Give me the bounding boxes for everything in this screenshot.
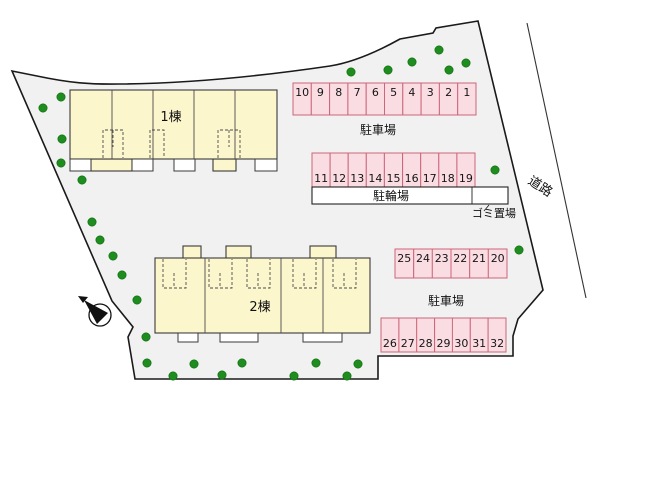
building-1-label: 1棟 (160, 110, 181, 125)
tree-icon (461, 58, 471, 68)
tree-icon (87, 217, 97, 227)
tree-icon (142, 358, 152, 368)
parking-space-number: 22 (453, 252, 467, 265)
bicycle-parking-bar (311, 186, 509, 205)
parking-space-32 (487, 317, 507, 353)
parking-space-number: 14 (368, 172, 382, 185)
tree-icon (514, 245, 524, 255)
building-2-stairs (162, 259, 357, 289)
parking-space-number: 17 (423, 172, 437, 185)
parking-space-number: 4 (408, 86, 415, 99)
garbage-leader-line (483, 204, 490, 212)
parking-space-number: 21 (472, 252, 486, 265)
building-2-entrance-porch (302, 332, 343, 343)
building-1-unit-dividers (111, 90, 236, 159)
tree-icon (77, 175, 87, 185)
tree-icon (95, 235, 105, 245)
tree-icon (444, 65, 454, 75)
parking-space-number: 2 (445, 86, 452, 99)
parking-space-number: 29 (437, 337, 451, 350)
bicycle-parking-label: 駐輪場 (373, 188, 409, 203)
building-2-entrance-porch (219, 332, 259, 343)
parking-space-number: 32 (490, 337, 504, 350)
tree-icon (168, 371, 178, 381)
tree-icon (56, 158, 66, 168)
parking-space-number: 6 (372, 86, 379, 99)
compass-north-icon (78, 296, 112, 327)
tree-icon (237, 358, 247, 368)
tree-dots (38, 45, 524, 381)
parking-space-number: 24 (416, 252, 430, 265)
parking-row-11-19: 11 12 13 14 15 16 17 18 19 (311, 152, 476, 188)
bicycle-parking: 駐輪場 (311, 186, 509, 205)
tree-icon (132, 295, 142, 305)
tree-icon (353, 359, 363, 369)
parking-space-number: 31 (472, 337, 486, 350)
parking-space-number: 26 (383, 337, 397, 350)
parking-space-number: 1 (463, 86, 470, 99)
road-line (526, 22, 587, 299)
tree-icon (383, 65, 393, 75)
tree-icon (311, 358, 321, 368)
building-2-entrance-porch (177, 332, 199, 343)
tree-icon (490, 165, 500, 175)
parking-space-number: 10 (295, 86, 309, 99)
tree-icon (346, 67, 356, 77)
parking-space-number: 19 (459, 172, 473, 185)
parking-space-number: 25 (397, 252, 411, 265)
tree-icon (57, 134, 67, 144)
parking-space-number: 27 (401, 337, 415, 350)
building-1-body (69, 89, 278, 160)
tree-icon (217, 370, 227, 380)
tree-icon (342, 371, 352, 381)
parking-lot-label-top: 駐車場 (360, 122, 396, 137)
parking-space-number: 13 (350, 172, 364, 185)
building-2-label: 2棟 (249, 300, 270, 315)
garbage-area-label: ゴミ置場 (472, 206, 516, 220)
parking-row-25-20: 25 24 23 22 21 20 (394, 248, 508, 279)
tree-icon (56, 92, 66, 102)
tree-icon (289, 371, 299, 381)
building-1: 1棟 (69, 89, 278, 172)
tree-icon (189, 359, 199, 369)
parking-space-number: 8 (335, 86, 342, 99)
parking-space-number: 15 (387, 172, 401, 185)
parking-space-number: 20 (491, 252, 505, 265)
tree-icon (141, 332, 151, 342)
building-1-lower-bay (212, 158, 237, 172)
parking-space-number: 18 (441, 172, 455, 185)
tree-icon (117, 270, 127, 280)
building-1-entrance-porch (69, 158, 92, 172)
building-1-entrance-porch (254, 158, 278, 172)
tree-icon (434, 45, 444, 55)
building-2-body (154, 257, 371, 334)
building-1-entrance-porch (173, 158, 196, 172)
parking-space-number: 11 (314, 172, 328, 185)
parking-space-1 (457, 82, 477, 116)
parking-space-number: 5 (390, 86, 397, 99)
parking-space-number: 9 (317, 86, 324, 99)
tree-icon (38, 103, 48, 113)
parking-space-20 (487, 248, 508, 279)
building-2: 2棟 (154, 245, 371, 343)
building-1-entrance-porch (131, 158, 154, 172)
parking-space-number: 7 (354, 86, 361, 99)
tree-icon (108, 251, 118, 261)
parking-space-number: 23 (435, 252, 449, 265)
building-2-unit-dividers (204, 258, 324, 333)
tree-icon (407, 57, 417, 67)
building-1-lower-bay (90, 158, 133, 172)
parking-space-number: 28 (419, 337, 433, 350)
road-label: 道路 (525, 173, 556, 201)
building-1-stairs (102, 129, 241, 158)
parking-space-number: 3 (427, 86, 434, 99)
parking-space-number: 16 (405, 172, 419, 185)
parking-space-number: 30 (454, 337, 468, 350)
parking-lot-label-bottom: 駐車場 (428, 293, 464, 308)
parking-space-number: 12 (332, 172, 346, 185)
